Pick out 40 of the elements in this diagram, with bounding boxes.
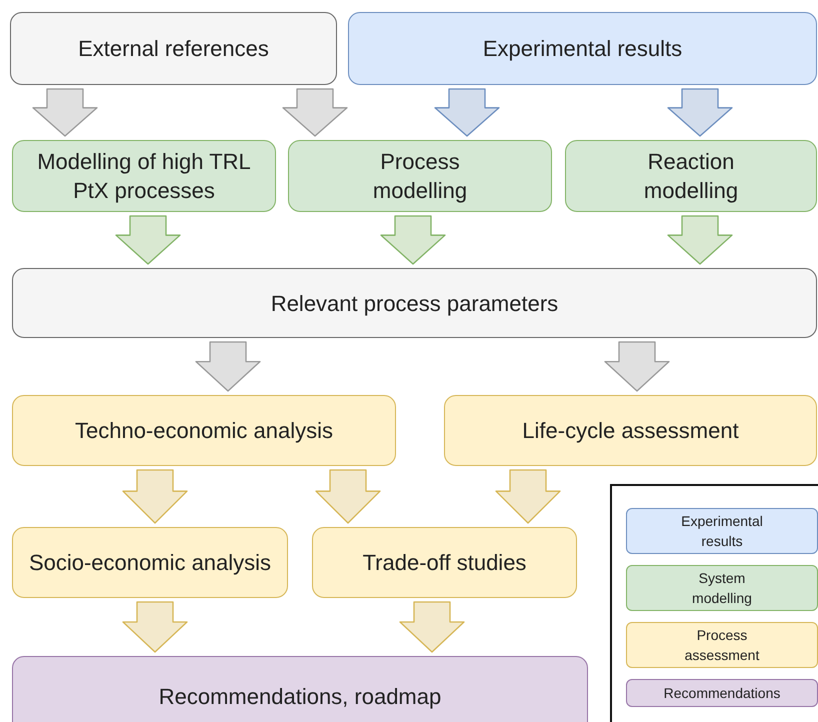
box-label: Process modelling xyxy=(372,148,468,205)
box-label: Life-cycle assessment xyxy=(522,417,739,445)
block-arrow xyxy=(495,469,561,524)
process-box xyxy=(444,395,817,466)
box-label: Reaction modelling xyxy=(642,148,740,205)
block-arrow xyxy=(667,215,733,265)
box-label: Relevant process parameters xyxy=(270,290,558,318)
legend-swatch: System modelling xyxy=(626,565,818,611)
block-arrow xyxy=(380,215,446,265)
process-box xyxy=(12,268,817,338)
block-arrow xyxy=(667,88,733,137)
box-label: External references xyxy=(78,35,269,63)
box-label: Trade-off studies xyxy=(362,549,526,577)
box-label: Techno-economic analysis xyxy=(74,417,334,445)
process-box xyxy=(565,140,817,212)
process-box xyxy=(12,395,396,466)
block-arrow xyxy=(604,341,670,392)
block-arrow xyxy=(32,88,98,137)
process-box xyxy=(12,656,588,722)
process-box xyxy=(12,140,276,212)
block-arrow xyxy=(115,215,181,265)
block-arrow xyxy=(434,88,500,137)
box-label: Socio-economic analysis xyxy=(28,549,272,577)
process-box xyxy=(288,140,552,212)
block-arrow xyxy=(122,601,188,653)
legend-swatch: Experimental results xyxy=(626,508,818,554)
box-label: Experimental results xyxy=(482,35,682,63)
block-arrow xyxy=(315,469,381,524)
process-box xyxy=(312,527,577,598)
block-arrow xyxy=(282,88,348,137)
process-box xyxy=(10,12,337,85)
block-arrow xyxy=(122,469,188,524)
process-box xyxy=(12,527,288,598)
block-arrow xyxy=(399,601,465,653)
process-box xyxy=(348,12,817,85)
legend-swatch: Process assessment xyxy=(626,622,818,668)
box-label: Modelling of high TRL PtX processes xyxy=(36,148,252,205)
block-arrow xyxy=(195,341,261,392)
box-label: Recommendations, roadmap xyxy=(158,682,442,710)
legend-swatch: Recommendations xyxy=(626,679,818,707)
